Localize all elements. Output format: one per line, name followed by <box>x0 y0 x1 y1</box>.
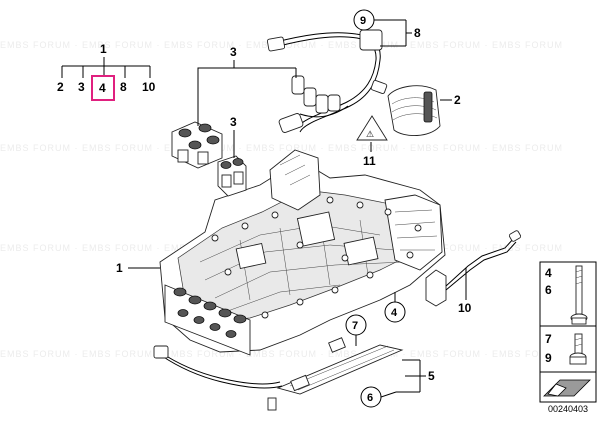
callout-4: 4 <box>391 307 398 319</box>
callout-9: 9 <box>360 15 366 27</box>
bolt-heads <box>211 196 422 319</box>
index-child-10: 10 <box>142 80 156 94</box>
callout-11: 11 <box>363 154 376 168</box>
long-bolt-illustration <box>570 265 588 325</box>
short-bolt-illustration <box>569 333 587 365</box>
callout-8: 8 <box>414 26 421 40</box>
warning-triangle-glyph: ⚠ <box>366 129 374 139</box>
solenoid-group-mid-left <box>217 155 247 197</box>
index-child-8: 8 <box>120 80 127 94</box>
legend-a-top: 4 <box>545 266 552 280</box>
sensor-strip <box>153 337 404 411</box>
legend-a-bottom: 6 <box>545 283 552 297</box>
callout-10: 10 <box>458 301 472 315</box>
lower-solenoid-bores <box>173 287 247 338</box>
callout-7: 7 <box>352 320 358 332</box>
speed-sensor <box>425 230 522 307</box>
bolt-legend-panel: 4 6 7 9 <box>539 261 597 403</box>
index-root-label: 1 <box>100 42 107 56</box>
legend-b-top: 7 <box>545 332 552 346</box>
callout-6: 6 <box>367 392 373 404</box>
index-child-2: 2 <box>57 80 64 94</box>
connector-adapter <box>387 85 441 136</box>
callout-2: 2 <box>454 93 461 107</box>
valve-body <box>159 149 446 356</box>
callout-5: 5 <box>428 369 435 383</box>
callout-3-top: 3 <box>230 45 237 59</box>
wiring-harness <box>266 29 388 133</box>
callout-1: 1 <box>116 261 123 275</box>
index-child-4: 4 <box>99 81 106 95</box>
solenoid-group-upper-left <box>171 121 223 169</box>
warning-triangle-label: ⚠ <box>356 115 388 141</box>
index-child-3: 3 <box>78 80 85 94</box>
index-tree: 1 2 3 4 8 10 <box>57 42 156 101</box>
callout-3-mid: 3 <box>230 115 237 129</box>
diagram-id: 00240403 <box>548 404 588 414</box>
index-highlight-box <box>91 75 115 101</box>
legend-b-bottom: 9 <box>545 351 552 365</box>
arrow-icon <box>543 379 591 397</box>
